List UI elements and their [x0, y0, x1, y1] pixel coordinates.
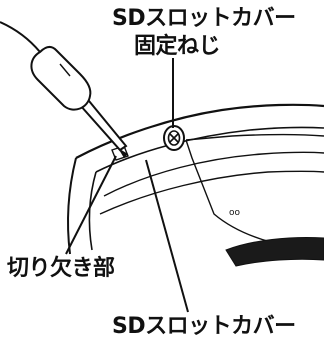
leader-cover: [145, 159, 189, 313]
rim-arc-upper: [95, 126, 324, 173]
inner-panel: [185, 133, 324, 141]
sd-cover-screw-icon: [163, 125, 185, 151]
label-sd-cover-screw-line1: SDスロットカバー: [112, 6, 296, 31]
lens-dome: [225, 237, 324, 267]
outer-housing-edge: [67, 157, 77, 255]
label-sd-cover: SDスロットカバー: [112, 314, 296, 339]
label-sd-cover-screw-line2: 固定ねじ: [134, 34, 221, 59]
screwdriver-icon: [30, 45, 128, 158]
leader-notch: [65, 155, 117, 255]
inner-panel-step: [185, 139, 324, 251]
rim-arc-mid: [103, 151, 324, 197]
small-mark: oo: [229, 208, 241, 218]
housing-left-edge: [88, 171, 97, 251]
label-notch: 切り欠き部: [7, 256, 115, 281]
rim-arc-lower: [99, 170, 324, 215]
hand-outline: [0, 21, 41, 53]
